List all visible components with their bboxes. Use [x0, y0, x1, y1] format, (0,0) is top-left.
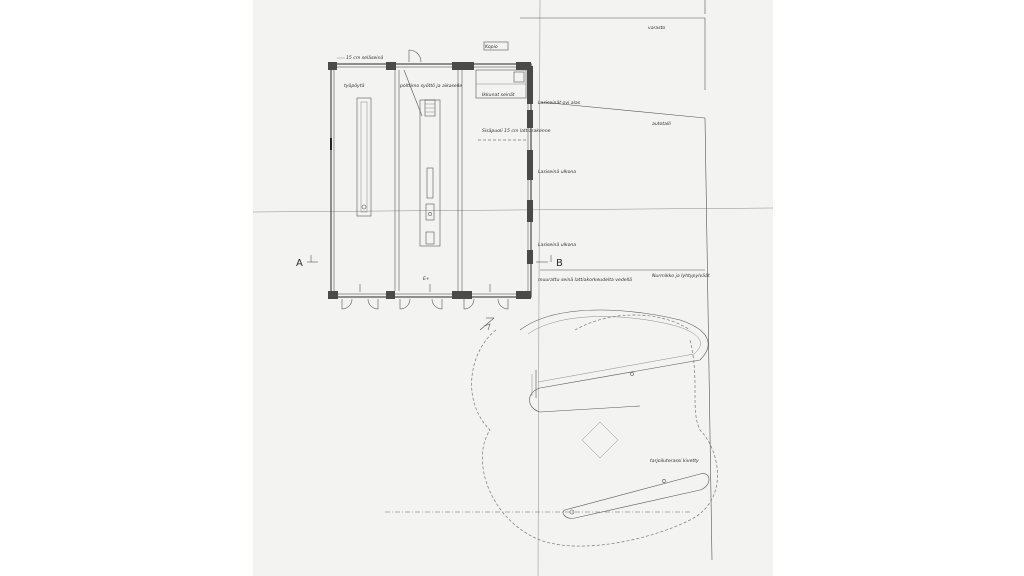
- section-label-a: A: [296, 258, 303, 269]
- svg-text:E+: E+: [423, 276, 430, 282]
- label-path-note: tarjoiluterassi kivetty: [650, 458, 699, 464]
- doors: [341, 49, 509, 310]
- interior-grid: E+: [356, 69, 527, 291]
- label-north-area: varasto: [648, 25, 665, 31]
- paper-sheet: [253, 0, 773, 576]
- building-outline: [328, 62, 533, 299]
- label-east-2: Sisäpuoli 15 cm lattiarakenne: [482, 128, 551, 134]
- plot-boundaries: [385, 0, 713, 561]
- label-east-5: muurattu seinä lattiakorkeudelta vedellä: [538, 277, 632, 283]
- section-markers: [307, 255, 552, 263]
- label-top-room: Kopio: [485, 44, 498, 50]
- label-middle-area: autotalli: [652, 121, 672, 127]
- paper-fold-horizontal: [252, 207, 774, 213]
- label-east-3: Lasiseinä ulkona: [538, 169, 576, 175]
- label-work-bench: työpöytä: [344, 83, 365, 89]
- label-lower-area: Nurmikko ja lyhtypylväät: [652, 273, 710, 279]
- label-corner-note: Ikkunat seinät: [482, 92, 515, 98]
- paper-fold-vertical: [537, 0, 541, 576]
- garden-layout: [471, 309, 718, 547]
- section-label-b: B: [556, 258, 563, 269]
- top-stamp: [483, 41, 509, 51]
- north-arrow-icon: [479, 317, 495, 331]
- annotations: 15 cm seläseinä työpöytä polttimo syöttö…: [296, 25, 710, 464]
- label-top-left-wall: 15 cm seläseinä: [346, 55, 383, 61]
- label-door-note: polttimo syöttö ja aikaselle: [399, 83, 462, 89]
- label-east-4: Lasiseinä ulkona: [538, 242, 576, 248]
- label-east-1: Lasiseinät ovi alas: [538, 100, 581, 106]
